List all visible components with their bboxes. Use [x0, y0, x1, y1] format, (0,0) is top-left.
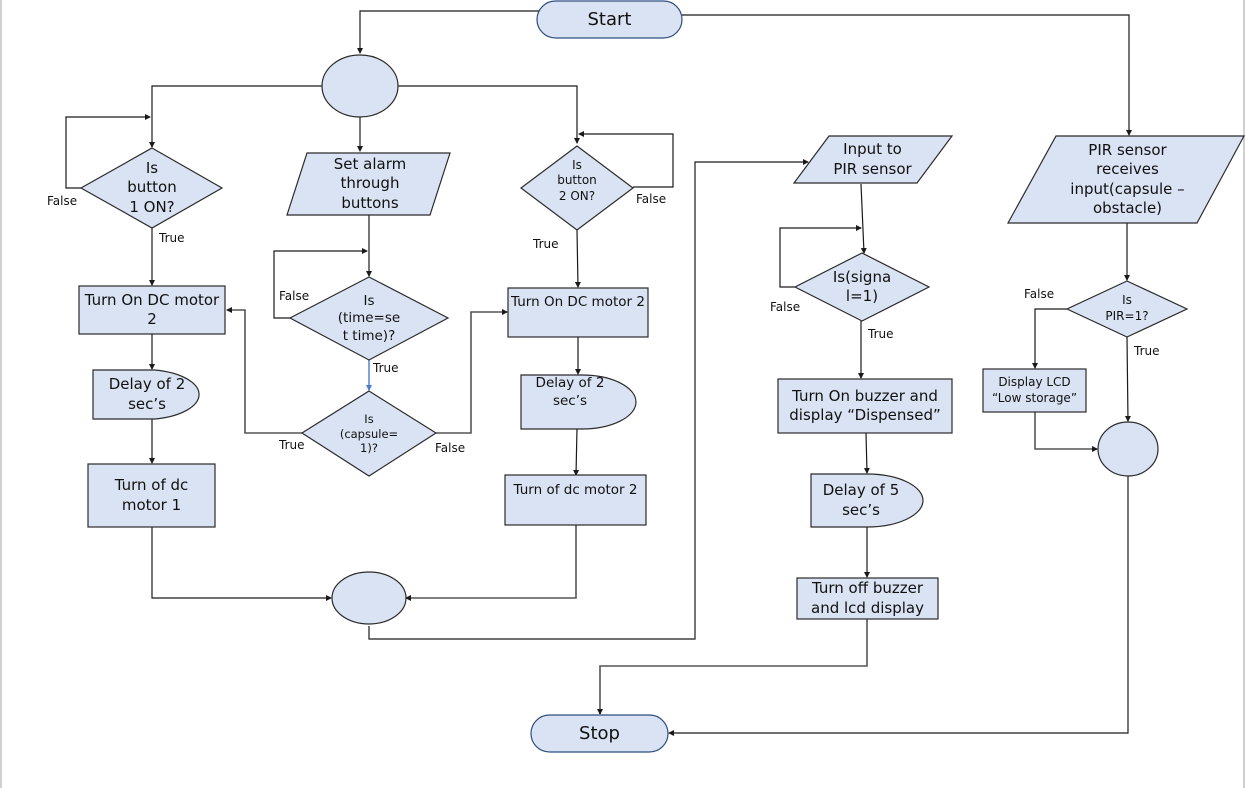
signal-false-label: False [770, 300, 801, 314]
pir-receives-shape[interactable] [1006, 135, 1245, 224]
buzzer-off-label: Turn off buzzer and lcd display [811, 579, 924, 617]
pir-false-label: False [1024, 287, 1055, 301]
buzzer-off-shape[interactable] [796, 577, 939, 620]
signal-true-label: True [868, 327, 894, 341]
buzzer-on-label: Turn On buzzer and display “Dispensed” [789, 386, 941, 425]
motor2-off-label: Turn of dc motor 2 [513, 482, 638, 499]
edge-btn2-false-loop [578, 131, 674, 188]
motor2-on-right-label: Turn On DC motor 2 [511, 294, 645, 311]
delay2-right-shape[interactable] [520, 374, 637, 430]
btn1-decision-shape[interactable] [79, 147, 224, 229]
edge-hub-to-stop [668, 476, 1129, 736]
low-storage-shape[interactable] [982, 368, 1087, 413]
pir-true-label: True [1134, 344, 1160, 358]
time-decision-label: Is (time=se t time)? [337, 292, 401, 344]
edge-btn2-true [574, 229, 581, 288]
set-alarm-label: Set alarm through buttons [333, 154, 407, 212]
delay5-label: Delay of 5 sec’s [822, 481, 900, 519]
edge-signal-false-loop [779, 225, 862, 288]
motor1-off-label: Turn of dc motor 1 [114, 476, 189, 514]
btn1-decision-label: Is button 1 ON? [127, 158, 177, 216]
edge-motor2-off-to-hub [405, 525, 577, 601]
btn2-true-label: True [533, 237, 559, 251]
motor2-off-shape[interactable] [504, 474, 647, 526]
pir-input-shape[interactable] [792, 135, 954, 184]
delay2-right-label: Delay of 2 sec’s [535, 375, 605, 409]
pir-decision-shape[interactable] [1065, 280, 1189, 338]
pir-decision-label: Is PIR=1? [1105, 293, 1149, 323]
edge-low-storage-to-hub [1034, 409, 1098, 452]
btn2-decision-label: Is button 2 ON? [557, 157, 597, 203]
page-edge-right [1243, 0, 1245, 788]
page-edge-left [0, 0, 2, 788]
btn2-decision-shape[interactable] [520, 145, 634, 231]
time-decision-shape[interactable] [288, 276, 450, 361]
capsule-decision-label: Is (capsule= 1)? [339, 411, 399, 456]
edge-pir-input-to-signal [860, 183, 867, 254]
start-terminal[interactable] [536, 0, 683, 39]
right-connector-node[interactable] [1097, 421, 1159, 477]
capsule-decision-shape[interactable] [300, 390, 438, 477]
edge-btn1-false-loop [65, 114, 151, 189]
delay2-left-shape[interactable] [92, 369, 200, 420]
edge-hub-to-btn2 [398, 85, 580, 144]
time-true-label: True [373, 361, 399, 375]
low-storage-label: Display LCD “Low storage” [991, 374, 1078, 405]
edge-capsule-false [436, 309, 508, 434]
stop-terminal[interactable] [530, 714, 669, 753]
edge-hub-to-pir-input [368, 159, 809, 640]
delay5-shape[interactable] [810, 473, 924, 528]
btn2-false-label: False [636, 192, 667, 206]
edge-time-false-loop [273, 248, 368, 319]
motor2-on-left-shape[interactable] [78, 285, 226, 335]
stop-label: Stop [579, 722, 620, 744]
edge-start-to-pir-receives [682, 14, 1132, 136]
edge-pir-false [1032, 308, 1067, 369]
edge-hub-to-btn1 [149, 85, 322, 148]
motor2-on-right-shape[interactable] [507, 287, 649, 338]
set-alarm-shape[interactable] [286, 152, 451, 216]
edge-motor1-off-to-hub [151, 527, 332, 601]
btn1-true-label: True [159, 231, 185, 245]
buzzer-on-shape[interactable] [777, 378, 953, 434]
pir-receives-label: PIR sensor receives input(capsule – obst… [1070, 140, 1185, 218]
delay2-left-label: Delay of 2 sec’s [108, 375, 186, 413]
edge-buzzer-off-to-stop [597, 619, 868, 715]
edge-capsule-true [226, 307, 302, 434]
top-connector-node[interactable] [321, 54, 399, 118]
edge-buzzer-to-delay5 [863, 432, 870, 474]
pir-input-label: Input to PIR sensor [833, 140, 912, 178]
motor1-off-shape[interactable] [87, 463, 216, 528]
start-label: Start [587, 8, 632, 30]
edge-start-to-hub [357, 10, 540, 54]
motor2-on-left-label: Turn On DC motor 2 [84, 290, 220, 329]
signal-decision-label: Is(signa l=1) [832, 267, 892, 306]
btn1-false-label: False [47, 194, 78, 208]
time-false-label: False [279, 289, 310, 303]
capsule-false-label: False [435, 441, 466, 455]
signal-decision-shape[interactable] [793, 252, 931, 322]
edge-delay-to-motor2-off [573, 427, 580, 476]
bottom-connector-node[interactable] [331, 571, 407, 625]
edge-pir-true [1124, 336, 1131, 422]
capsule-true-label: True [279, 438, 305, 452]
